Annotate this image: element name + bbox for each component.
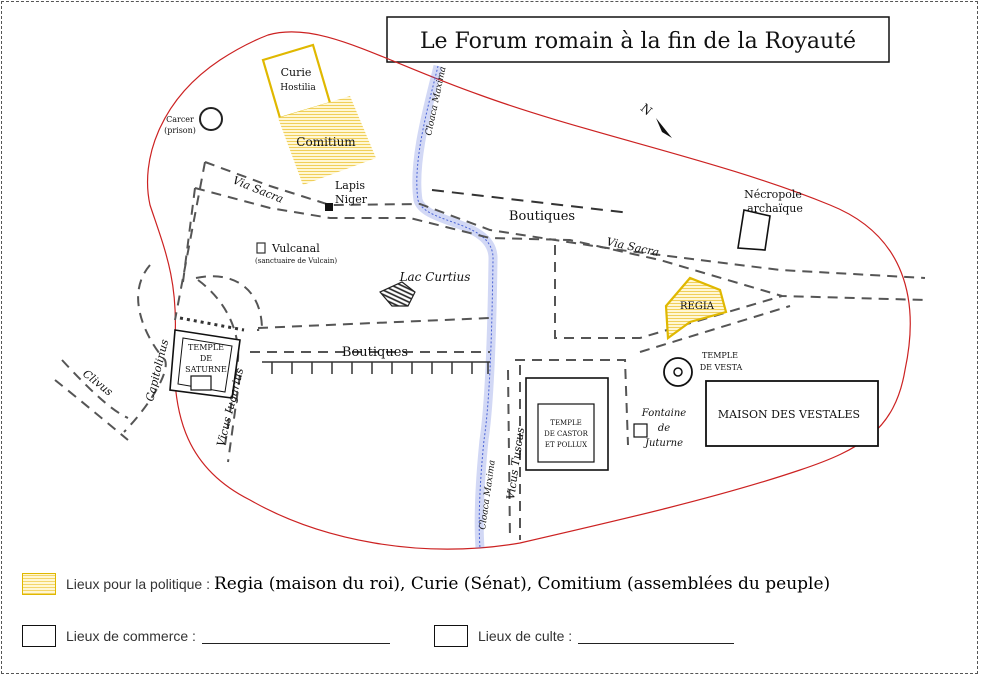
legend-culte-blank[interactable]: [578, 629, 735, 644]
fontaine-label-2: de: [658, 423, 670, 434]
fontaine-juturne: Fontaine de Juturne: [633, 408, 686, 449]
boutiques-south-label: Boutiques: [342, 345, 408, 360]
necropole-label-2: archaïque: [747, 202, 803, 215]
lacus-label: Lac Curtius: [399, 270, 471, 284]
fontaine-label-3: Juturne: [643, 438, 683, 449]
castor-label-2: DE CASTOR: [544, 430, 589, 438]
castor-label-3: ET POLLUX: [545, 441, 587, 449]
lapis-label: Lapis: [335, 179, 365, 192]
legend-politique: Lieux pour la politique : Regia (maison …: [22, 573, 830, 595]
legend-swatch-politique: [22, 573, 56, 595]
vulcanal: Vulcanal (sanctuaire de Vulcain): [255, 242, 337, 265]
comitium-label: Comitium: [296, 135, 356, 149]
curie-sublabel: Hostilia: [280, 83, 316, 93]
carcer-sublabel: (prison): [164, 126, 196, 135]
carcer: Carcer (prison): [164, 107, 223, 135]
legend-commerce: Lieux de commerce :: [22, 625, 390, 647]
clivus-label: Clivus: [80, 367, 115, 399]
saturne-label-1: TEMPLE: [188, 343, 224, 352]
forum-boundary: [146, 31, 911, 550]
vulcanal-sublabel: (sanctuaire de Vulcain): [255, 257, 337, 265]
cloaca-maxima: [412, 64, 498, 549]
regia-label: REGIA: [680, 301, 715, 312]
lacus-curtius: Lac Curtius: [379, 270, 471, 307]
vestales-label: MAISON DES VESTALES: [718, 408, 860, 421]
regia: REGIA: [664, 276, 728, 341]
cloaca-maxima-center: [416, 65, 494, 549]
boutiques-south: Boutiques: [262, 345, 490, 374]
boutiques-north: Boutiques: [431, 189, 631, 224]
map-title: Le Forum romain à la fin de la Royauté: [420, 29, 856, 54]
necropole: Nécropole archaïque: [737, 188, 803, 251]
necropole-label-1: Nécropole: [744, 188, 802, 201]
temple-castor-pollux: TEMPLE DE CASTOR ET POLLUX: [525, 377, 609, 471]
legend-culte: Lieux de culte :: [434, 625, 735, 647]
legend-politique-label: Lieux pour la politique :: [66, 576, 210, 592]
vicus-tuscus-label: Vicus Tuscus: [504, 426, 527, 500]
legend-commerce-label: Lieux de commerce :: [66, 628, 196, 644]
saturne-label-2: DE: [200, 354, 212, 363]
curie-label: Curie: [281, 66, 312, 79]
legend-politique-text: Regia (maison du roi), Curie (Sénat), Co…: [214, 574, 831, 594]
comitium: Comitium: [278, 96, 376, 185]
temple-vesta: TEMPLE DE VESTA: [663, 351, 743, 387]
title-box: [386, 16, 890, 63]
maison-vestales: MAISON DES VESTALES: [705, 380, 879, 447]
capitolinus-label: Capitolinus: [143, 338, 171, 403]
legend-culte-label: Lieux de culte :: [478, 628, 573, 644]
vesta-label-1: TEMPLE: [702, 351, 738, 360]
north-arrow: N: [638, 101, 672, 138]
via-sacra-east-label: Via Sacra: [605, 235, 660, 259]
boutiques-north-label: Boutiques: [509, 209, 575, 224]
castor-label-1: TEMPLE: [550, 419, 581, 427]
fontaine-label-1: Fontaine: [641, 408, 686, 419]
vulcanal-label: Vulcanal: [271, 242, 320, 255]
lapis-sublabel: Niger: [335, 193, 368, 206]
legend-swatch-commerce: [22, 625, 56, 647]
via-sacra-west-label: Via Sacra: [231, 174, 285, 206]
vesta-label-2: DE VESTA: [700, 363, 743, 372]
north-label: N: [638, 101, 655, 118]
temple-saturne: TEMPLE DE SATURNE: [169, 316, 245, 399]
legend-swatch-culte: [434, 625, 468, 647]
legend-commerce-blank[interactable]: [201, 629, 390, 644]
carcer-label: Carcer: [166, 115, 194, 124]
lapis-niger: Lapis Niger: [325, 179, 368, 211]
saturne-label-3: SATURNE: [185, 365, 227, 374]
